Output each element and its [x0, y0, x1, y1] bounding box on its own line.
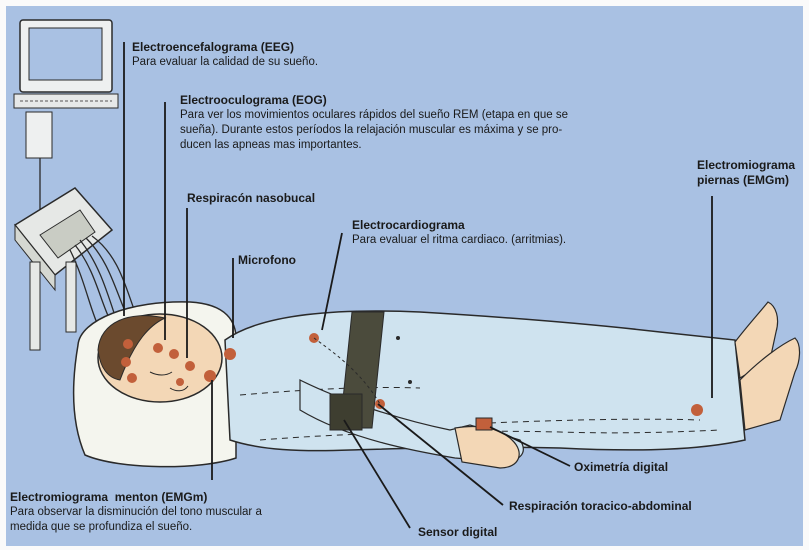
ecg-title: Electrocardiograma	[352, 218, 566, 233]
eog-label: Electrooculograma (EOG) Para ver los mov…	[180, 93, 568, 153]
eeg-label: Electroencefalograma (EEG) Para evaluar …	[132, 40, 318, 70]
eeg-description: Para evaluar la calidad de su sueño.	[132, 55, 318, 70]
chin-emg-description-1: Para observar la disminución del tono mu…	[10, 505, 262, 520]
monitor-icon	[14, 20, 118, 158]
leg-emg-label: Electromiograma piernas (EMGm)	[697, 158, 795, 188]
ecg-label: Electrocardiograma Para evaluar el ritma…	[352, 218, 566, 248]
microphone-label: Microfono	[238, 253, 296, 268]
oximetry-label: Oximetría digital	[574, 460, 668, 474]
nasal-breathing-title: Respiracón nasobucal	[187, 191, 315, 206]
eog-title: Electrooculograma (EOG)	[180, 93, 568, 108]
eeg-title: Electroencefalograma (EEG)	[132, 40, 318, 55]
chin-emg-label: Electromiograma menton (EMGm) Para obser…	[10, 490, 262, 535]
ecg-description: Para evaluar el ritma cardiaco. (arritmi…	[352, 233, 566, 248]
microphone-title: Microfono	[238, 253, 296, 268]
eog-description-3: ducen las apneas mas importantes.	[180, 138, 568, 153]
digital-sensor-label: Sensor digital	[418, 525, 497, 539]
chin-emg-description-2: medida que se profundiza el sueño.	[10, 520, 262, 535]
eog-description-2: sueña). Durante estos períodos la relaja…	[180, 123, 568, 138]
eog-description-1: Para ver los movimientos oculares rápido…	[180, 108, 568, 123]
leg-emg-title-2: piernas (EMGm)	[697, 173, 795, 188]
leg-emg-title-1: Electromiograma	[697, 158, 795, 173]
thoracic-breathing-label: Respiración toracico-abdominal	[509, 499, 692, 513]
chin-emg-title: Electromiograma menton (EMGm)	[10, 490, 262, 505]
nasal-breathing-label: Respiracón nasobucal	[187, 191, 315, 206]
